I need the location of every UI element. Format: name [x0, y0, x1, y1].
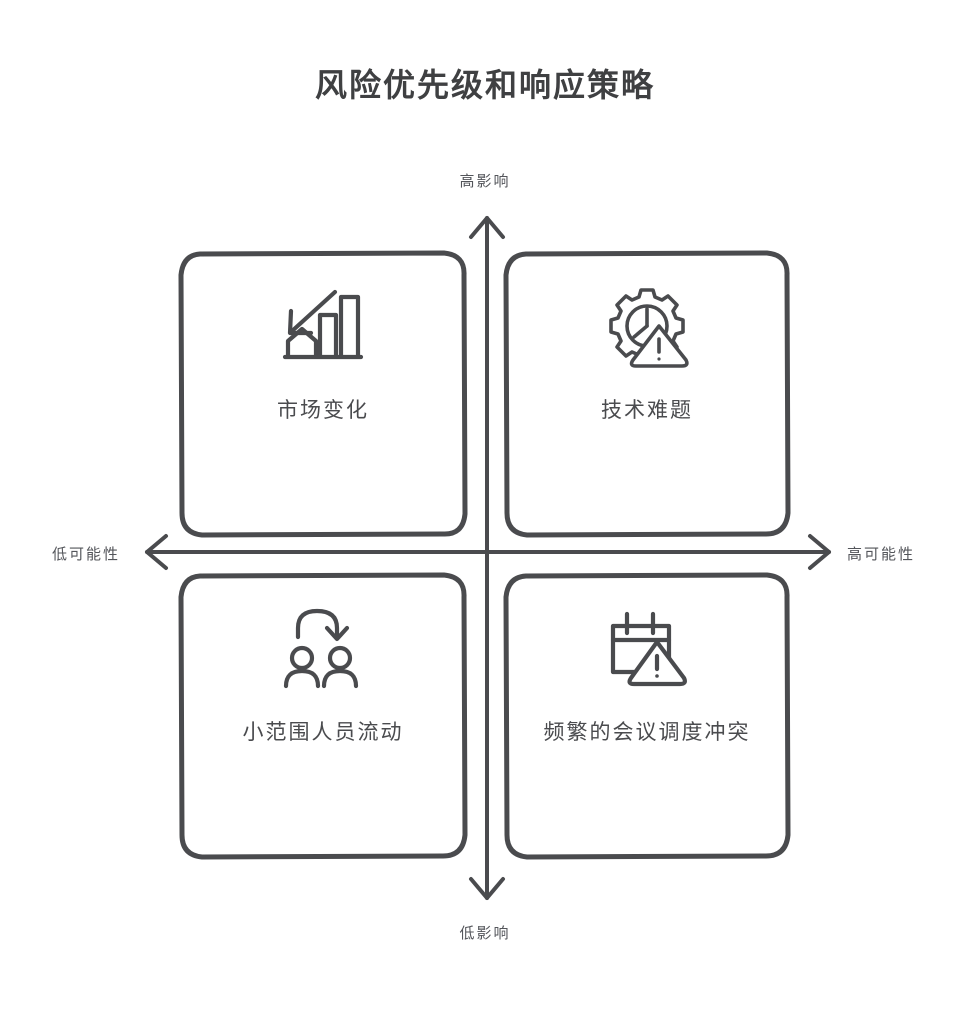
axis-arrow-left — [145, 534, 168, 570]
axis-label-high-likelihood: 高可能性 — [847, 545, 916, 563]
quadrant-card-top-left[interactable]: 市场变化 — [178, 250, 468, 538]
axis-arrow-right — [808, 534, 831, 570]
quadrant-card-bottom-right[interactable]: 频繁的会议调度冲突 — [503, 572, 791, 860]
gear-warning-icon — [601, 284, 693, 370]
card-border — [503, 250, 791, 538]
card-border — [503, 572, 791, 860]
quadrant-card-top-right[interactable]: 技术难题 — [503, 250, 791, 538]
axis-label-high-impact: 高影响 — [459, 172, 511, 190]
axis-arrow-up — [469, 216, 505, 239]
axis-arrow-down — [469, 877, 505, 900]
people-turnover-icon — [277, 606, 369, 692]
calendar-warning-icon — [601, 606, 693, 692]
axis-label-low-impact: 低影响 — [459, 924, 511, 942]
quadrant-label-bottom-right: 频繁的会议调度冲突 — [543, 720, 751, 744]
quadrant-label-bottom-left: 小范围人员流动 — [242, 720, 404, 744]
quadrant-label-top-left: 市场变化 — [277, 398, 369, 422]
axis-label-low-likelihood: 低可能性 — [52, 545, 121, 563]
page-title: 风险优先级和响应策略 — [314, 66, 655, 104]
declining-bar-chart-icon — [277, 284, 369, 370]
quadrant-label-top-right: 技术难题 — [601, 398, 693, 422]
card-border — [178, 250, 468, 538]
quadrant-card-bottom-left[interactable]: 小范围人员流动 — [178, 572, 468, 860]
card-border — [178, 572, 468, 860]
